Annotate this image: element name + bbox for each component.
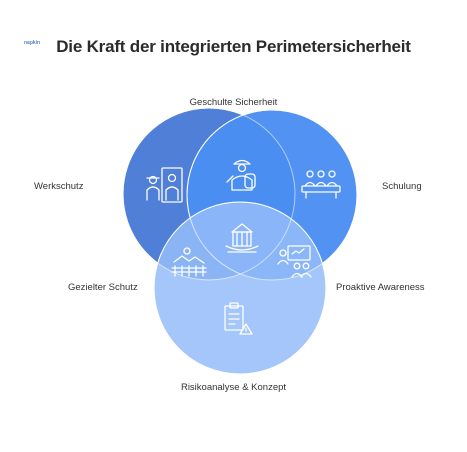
label-gezielter-schutz: Gezielter Schutz bbox=[68, 282, 138, 293]
guard-shield-icon bbox=[226, 159, 256, 191]
page-title: Die Kraft der integrierten Perimetersich… bbox=[56, 37, 411, 56]
fenced-terrain-icon bbox=[171, 247, 207, 277]
label-proaktive-awareness: Proaktive Awareness bbox=[336, 282, 425, 293]
presentation-icon bbox=[277, 245, 312, 278]
brand-logo: napkin bbox=[24, 40, 41, 46]
label-geschulte-sicherheit: Geschulte Sicherheit bbox=[189, 97, 278, 108]
label-risikoanalyse-konzept: Risikoanalyse & Konzept bbox=[180, 382, 287, 393]
fortress-icon bbox=[225, 223, 259, 253]
risk-document-icon bbox=[224, 302, 253, 335]
circle-risikoanalyse bbox=[153, 201, 327, 375]
training-class-icon bbox=[301, 170, 341, 199]
label-schulung: Schulung bbox=[382, 181, 422, 192]
label-werkschutz: Werkschutz bbox=[34, 181, 84, 192]
security-guard-gate-icon bbox=[146, 167, 183, 203]
